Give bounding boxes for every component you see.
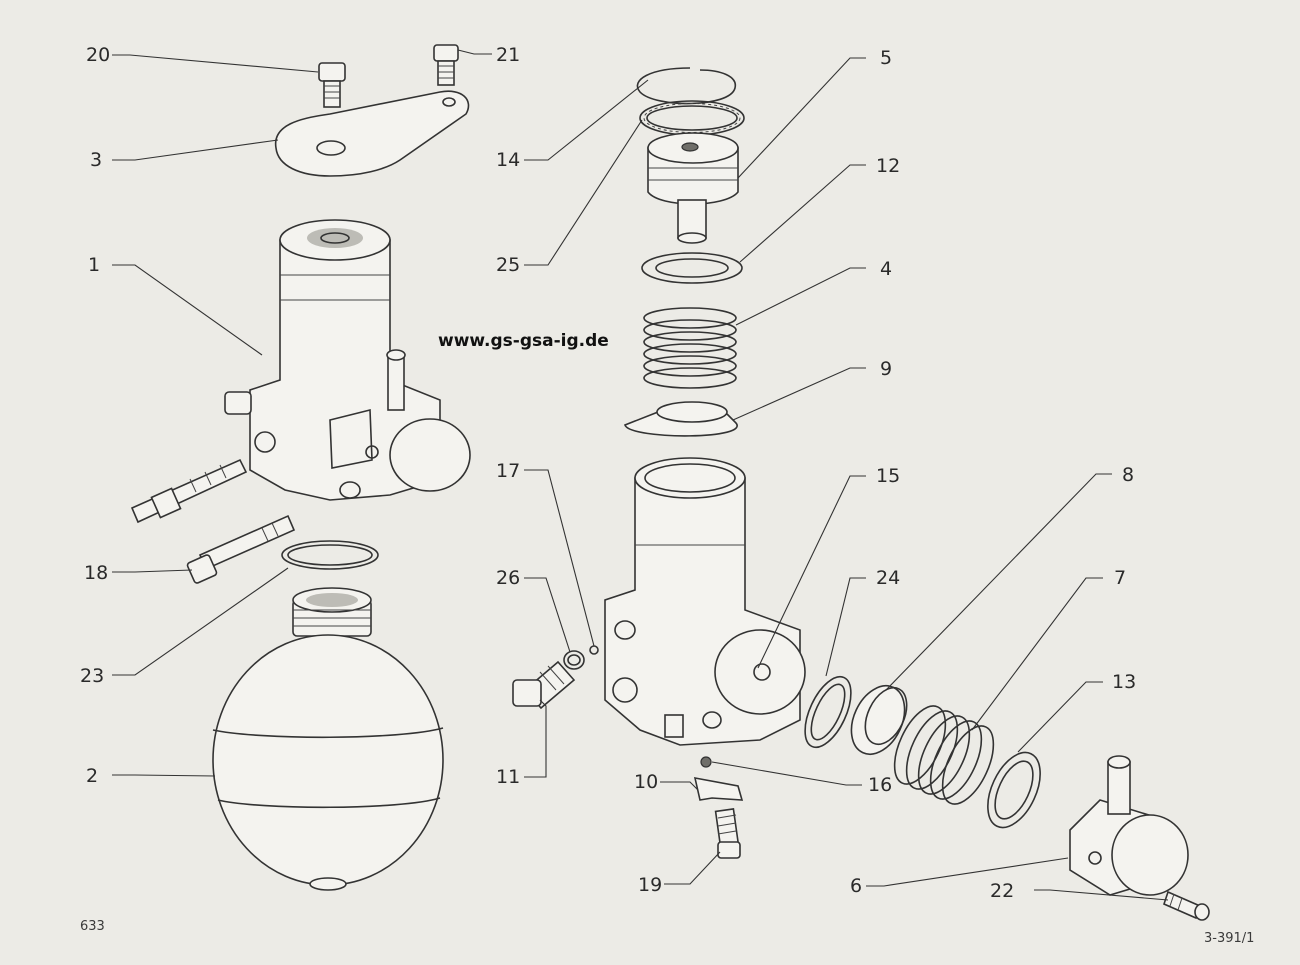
callout-26: 26: [496, 567, 520, 589]
callout-17: 17: [496, 460, 520, 482]
callout-11: 11: [496, 766, 520, 788]
page-number: 633: [80, 919, 105, 934]
figure-reference: 3-391/1: [1204, 931, 1254, 946]
callout-23: 23: [80, 665, 104, 687]
callout-1: 1: [88, 254, 100, 276]
callout-4: 4: [880, 258, 892, 280]
washer-12: [641, 252, 743, 284]
clip-10: [693, 776, 744, 801]
callout-9: 9: [880, 358, 892, 380]
screw-11: [512, 660, 576, 710]
cup-9: [623, 401, 738, 437]
seal-ring-24: [804, 675, 852, 749]
washer-13: [987, 751, 1041, 829]
ball-17: [589, 645, 599, 655]
callout-3: 3: [90, 149, 102, 171]
callout-20: 20: [86, 44, 110, 66]
callout-8: 8: [1122, 464, 1134, 486]
callout-labels: 20 21 3 1 18 23 2 14 25 5 12 4 9 17 26 1…: [80, 44, 1136, 902]
callout-22: 22: [990, 880, 1014, 902]
bolt-21: [433, 44, 459, 86]
screw-19: [714, 808, 741, 859]
callout-18: 18: [84, 562, 108, 584]
circlip-14: [636, 67, 736, 105]
seal-ring-23: [281, 540, 379, 570]
ball-16: [700, 756, 712, 768]
cover-6: [1069, 755, 1189, 896]
screw-22: [1163, 890, 1210, 921]
cap-8: [850, 685, 908, 755]
valve-body: [604, 457, 806, 746]
callout-6: 6: [850, 875, 862, 897]
callout-2: 2: [86, 765, 98, 787]
piston-5: [647, 132, 739, 244]
housing-1: [224, 219, 471, 501]
callout-16: 16: [868, 774, 892, 796]
o-ring-25: [639, 100, 745, 136]
threaded-stud: [130, 458, 248, 524]
plate-3: [274, 90, 470, 177]
callout-24: 24: [876, 567, 900, 589]
spring-7: [893, 705, 995, 805]
callout-15: 15: [876, 465, 900, 487]
callout-13: 13: [1112, 671, 1136, 693]
bolt-20: [318, 62, 346, 108]
callout-25: 25: [496, 254, 520, 276]
callout-21: 21: [496, 44, 520, 66]
o-ring-26: [563, 650, 585, 670]
leader-lines: [112, 49, 1169, 901]
callout-7: 7: [1114, 567, 1126, 589]
callout-19: 19: [638, 874, 662, 896]
bolt-18: [186, 514, 296, 584]
callout-14: 14: [496, 149, 520, 171]
callout-10: 10: [634, 771, 658, 793]
callout-12: 12: [876, 155, 900, 177]
callout-5: 5: [880, 47, 892, 69]
accumulator-sphere-2: [212, 587, 444, 891]
spring-4: [643, 307, 737, 389]
website-watermark: www.gs-gsa-ig.de: [438, 331, 609, 351]
